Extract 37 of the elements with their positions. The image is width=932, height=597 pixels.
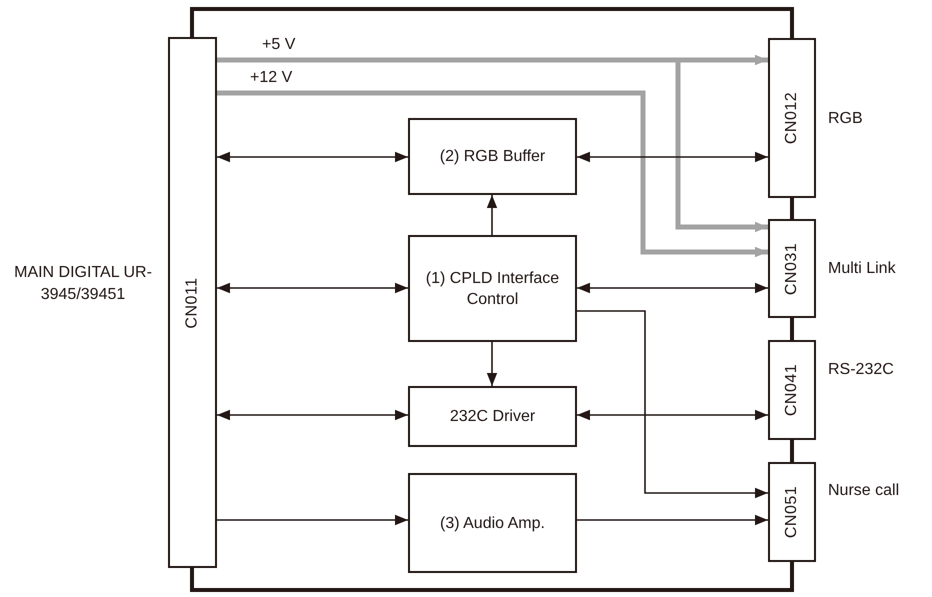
connector-box bbox=[768, 38, 816, 198]
connector-name: CN012 bbox=[783, 92, 801, 144]
signal-arrow bbox=[217, 152, 408, 162]
block-label: (1) CPLD Interface Control bbox=[424, 268, 560, 310]
edge-label: +12 V bbox=[250, 69, 292, 87]
connector-name: CN051 bbox=[783, 486, 801, 538]
power-line-arrow bbox=[217, 90, 768, 258]
signal-arrow bbox=[486, 342, 498, 386]
signal-arrow bbox=[577, 514, 768, 526]
connector-box bbox=[168, 37, 217, 568]
block-label: 232C Driver bbox=[448, 407, 536, 427]
connector-label: MAIN DIGITAL UR-3945/39451 bbox=[13, 263, 153, 305]
signal-arrow bbox=[577, 310, 768, 498]
connector-label: RGB bbox=[828, 109, 864, 129]
connector-box bbox=[768, 462, 816, 562]
block-box bbox=[408, 473, 577, 573]
signal-arrow bbox=[486, 195, 498, 235]
signal-arrow bbox=[577, 282, 768, 294]
block-box bbox=[408, 386, 577, 447]
block-box bbox=[408, 235, 577, 342]
block-label: (3) Audio Amp. bbox=[439, 514, 546, 534]
edge-label: +5 V bbox=[262, 36, 296, 54]
block-label: (2) RGB Buffer bbox=[438, 147, 546, 167]
connector-label: RS-232C bbox=[828, 360, 895, 380]
connector-name: CN031 bbox=[783, 242, 801, 295]
connector-label: Multi Link bbox=[828, 259, 897, 279]
signal-arrow bbox=[217, 282, 408, 294]
signal-arrow bbox=[217, 410, 408, 420]
connector-box bbox=[768, 340, 816, 440]
signal-arrow bbox=[217, 514, 408, 526]
connector-box bbox=[768, 219, 816, 318]
connector-name: CN041 bbox=[783, 364, 801, 416]
connector-label: Nurse call bbox=[828, 481, 900, 501]
signal-arrow bbox=[577, 152, 768, 162]
signal-arrow bbox=[577, 410, 768, 420]
connector-name: CN011 bbox=[184, 276, 202, 328]
block-box bbox=[408, 118, 577, 195]
